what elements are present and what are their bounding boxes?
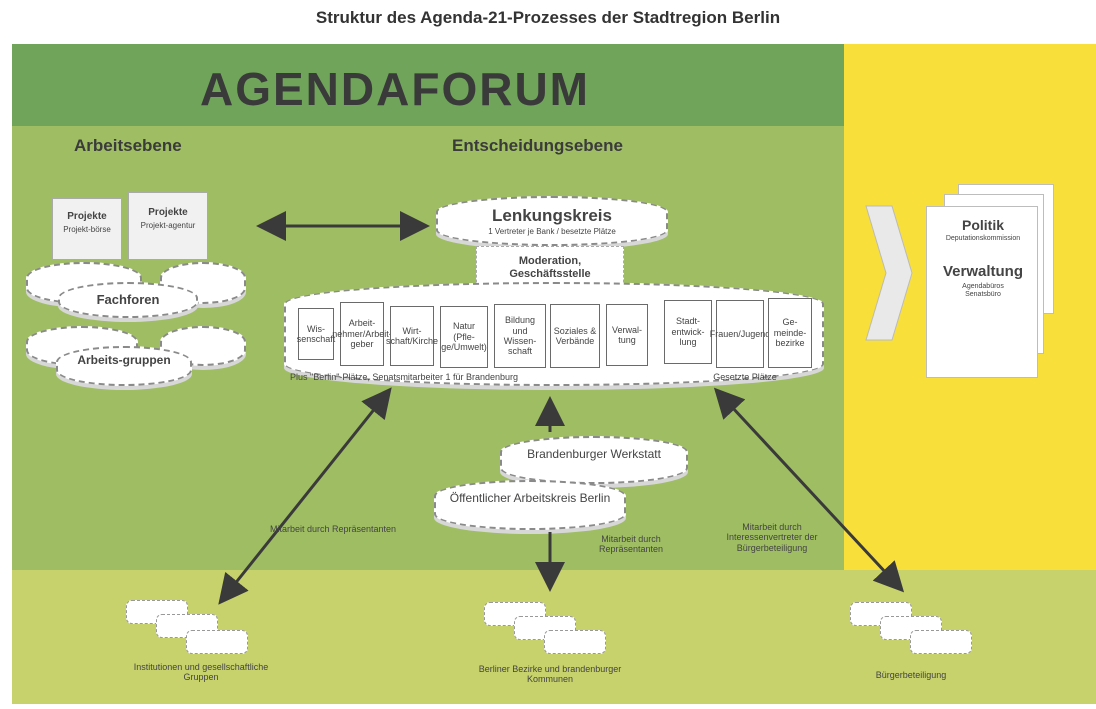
bottom-left-label: Institutionen und gesellschaftliche Grup…	[133, 662, 269, 683]
bank-10: Ge-meinde-bezirke	[768, 298, 812, 368]
work-level-label: Arbeitsebene	[74, 136, 182, 155]
diagram-title: Struktur des Agenda-21-Prozesses der Sta…	[315, 8, 781, 27]
bank-footer-left: Plus "Berlin"-Plätze, Senatsmitarbeiter …	[290, 372, 519, 382]
bottom-center-label: Berliner Bezirke und brandenburger Kommu…	[478, 664, 622, 685]
project-box-1: Projekte Projekt-börse	[52, 198, 122, 260]
forum-disc-main: Fachforen	[58, 282, 198, 318]
forum-disc-2	[160, 262, 246, 304]
bottom-right-label: Bürgerbeteiligung	[875, 670, 947, 680]
steering-title: Lenkungskreis	[492, 206, 612, 225]
stack-right-card-3	[910, 630, 972, 654]
bank-7: Verwal-tung	[606, 304, 648, 366]
steering-committee: Lenkungskreis 1 Vertreter je Bank / bese…	[436, 196, 668, 246]
group-disc-main: Arbeits-gruppen	[56, 346, 192, 386]
politics-title: Politik	[961, 217, 1004, 233]
paper-front: Politik Deputationskommission Verwaltung…	[926, 206, 1038, 378]
bank-4: Natur (Pfle-ge/Umwelt)	[440, 306, 488, 368]
project-box-2: Projekte Projekt-agentur	[128, 192, 208, 260]
decision-level-label: Entscheidungsebene	[452, 136, 623, 155]
arrow-label-center: Mitarbeit durch Repräsentanten	[598, 534, 664, 555]
bank-6: Soziales & Verbände	[550, 304, 600, 368]
bank-8: Stadt-entwick-lung	[664, 300, 712, 364]
public-group-label: Öffentlicher Arbeitskreis Berlin	[449, 491, 611, 505]
bank-9: Frauen/Jugend	[710, 300, 770, 368]
politics-sub: Deputationskommission	[945, 235, 1021, 242]
administration-title: Verwaltung	[942, 263, 1024, 280]
arrow-label-right: Mitarbeit durch Interessenvertreter der …	[726, 522, 818, 553]
project-box-2-title: Projekte	[148, 207, 188, 218]
groups-label: Arbeits-gruppen	[77, 353, 171, 367]
administration-sub: Agendabüros Senatsbüro	[962, 283, 1004, 299]
bank-2: Arbeit-nehmer/Arbeit-geber	[332, 302, 392, 366]
bank-3: Wirt-schaft/Kirche	[386, 306, 438, 366]
arrow-right-citizens	[713, 387, 905, 593]
bank-5: Bildung und Wissen-schaft	[494, 304, 546, 368]
steering-sub: 1 Vertreter je Bank / besetzte Plätze	[488, 227, 616, 236]
forums-label: Fachforen	[96, 292, 160, 307]
bank-footer-right: Gesetzte Plätze	[713, 372, 777, 382]
agendaforum-banner-bg	[12, 44, 844, 126]
public-working-group: Öffentlicher Arbeitskreis Berlin	[434, 480, 626, 530]
chevron-right-icon	[865, 205, 913, 341]
arrow-label-left: Mitarbeit durch Repräsentanten	[269, 524, 397, 534]
brandenburg-workshop: Brandenburger Werkstatt	[500, 436, 688, 484]
project-box-1-sub: Projekt-börse	[63, 225, 111, 234]
project-box-1-title: Projekte	[67, 211, 107, 222]
stack-left-card-3	[186, 630, 248, 654]
agendaforum-heading: AGENDAFORUM	[200, 63, 590, 115]
stack-center-card-3	[544, 630, 606, 654]
arrow-left-institutions	[218, 387, 392, 605]
project-box-2-sub: Projekt-agentur	[140, 221, 196, 230]
bank-1: Wis-senschaft	[297, 308, 335, 360]
moderation-label: Moderation, Geschäftsstelle	[509, 255, 591, 280]
brandenburg-label: Brandenburger Werkstatt	[527, 447, 661, 461]
